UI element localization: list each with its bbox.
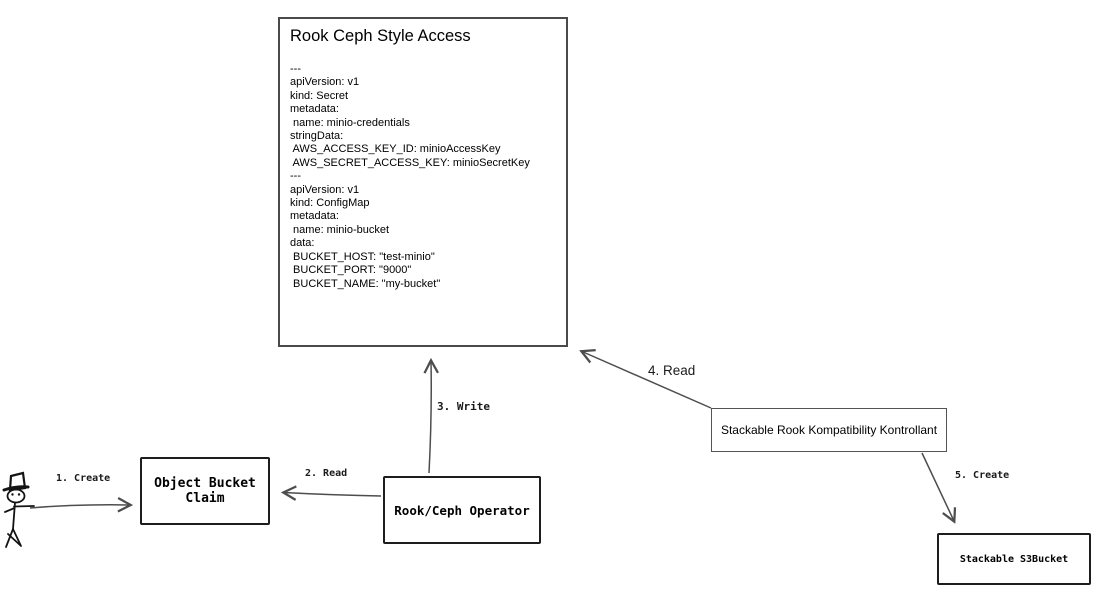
rook-ceph-operator-label: Rook/Ceph Operator: [394, 502, 530, 518]
edge-5-create-arrow: [921, 452, 954, 521]
stick-figure-top-hat-icon: [2, 471, 35, 548]
edge-1-create-arrow: [29, 505, 130, 508]
edge-3-write-arrow: [429, 361, 431, 474]
stackable-kontrollant-node: Stackable Rook Kompatibility Kontrollant: [711, 408, 947, 452]
edge-label-read-4: 4. Read: [648, 363, 696, 378]
edge-label-read-2: 2. Read: [305, 468, 348, 479]
stackable-kontrollant-label: Stackable Rook Kompatibility Kontrollant: [720, 423, 938, 437]
rook-ceph-box-yaml: --- apiVersion: v1 kind: Secret metadata…: [290, 63, 530, 290]
edge-label-write-3: 3. Write: [437, 400, 490, 413]
rook-ceph-box-title: Rook Ceph Style Access: [290, 27, 471, 45]
edge-label-create-5: 5. Create: [955, 470, 1010, 481]
object-bucket-claim-node: Object Bucket Claim: [140, 457, 270, 525]
edge-4-read-arrow: [582, 352, 712, 409]
edge-label-create-1: 1. Create: [56, 473, 111, 484]
stackable-s3bucket-label: Stackable S3Bucket: [959, 553, 1069, 565]
rook-ceph-style-access-box: Rook Ceph Style Access --- apiVersion: v…: [278, 17, 568, 347]
stackable-s3bucket-node: Stackable S3Bucket: [937, 533, 1091, 585]
edge-2-read-arrow: [284, 493, 382, 497]
rook-ceph-operator-node: Rook/Ceph Operator: [383, 476, 541, 544]
object-bucket-claim-label: Object Bucket Claim: [154, 476, 256, 506]
